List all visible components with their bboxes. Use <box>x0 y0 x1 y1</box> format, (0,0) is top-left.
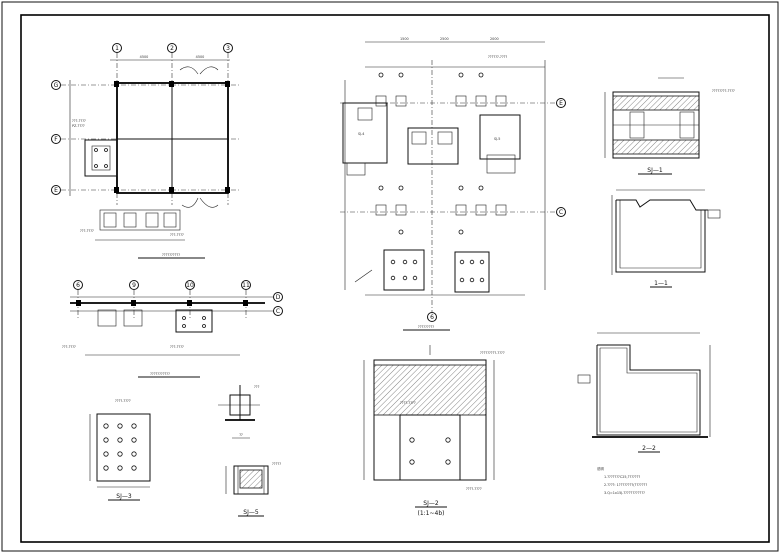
svg-text:????-????: ????-???? <box>466 487 482 491</box>
svg-text:1: 1 <box>115 45 119 52</box>
detail-sj3: ????-???? SJ—3 <box>89 399 151 501</box>
svg-text:???????????: ??????????? <box>150 372 170 376</box>
svg-text:2: 2 <box>170 45 174 52</box>
note-line-2: 2.????: 1????????(??????? <box>604 483 647 487</box>
svg-text:SJ-4: SJ-4 <box>358 132 364 136</box>
axis-bubble-2: 2 <box>167 43 177 53</box>
svg-text:1500: 1500 <box>400 37 409 41</box>
axis-bubble-plan-E: E <box>556 98 566 108</box>
note-line-1: 1.???????C25,??????? <box>604 475 640 479</box>
note-line-3: 3.Q=1x15J-???????????? <box>604 491 645 495</box>
axis-bubble-6: 6 <box>73 280 83 290</box>
svg-text:????????-????: ????????-???? <box>712 89 735 93</box>
svg-text:D: D <box>276 294 281 301</box>
notes-block: 说明 1.???????C25,??????? 2.????: 1???????… <box>597 466 647 495</box>
svg-text:9: 9 <box>132 282 136 289</box>
svg-text:2000: 2000 <box>490 37 499 41</box>
svg-text:SJ—1: SJ—1 <box>647 167 663 174</box>
pedestal-row: ???-???? ???-???? <box>80 209 185 241</box>
section-2-2: 2—2 <box>577 332 711 453</box>
axis-bubble-D: D <box>273 292 283 302</box>
svg-text:???-????: ???-???? <box>80 229 94 233</box>
svg-text:6: 6 <box>76 282 80 289</box>
section-1-1: 1—1 <box>611 189 721 288</box>
svg-text:F: F <box>54 136 58 143</box>
axis-bubble-11: 11 <box>241 280 251 290</box>
svg-text:PZ-????: PZ-???? <box>72 124 85 128</box>
svg-text:????-????: ????-???? <box>400 401 416 405</box>
svg-text:?????????-????: ?????????-???? <box>480 351 505 355</box>
svg-text:C: C <box>276 308 280 315</box>
axis-bubble-G: G <box>51 80 61 90</box>
svg-text:C: C <box>559 209 563 216</box>
axis-bubble-plan-6: 6 <box>427 312 437 322</box>
axis-bubble-F: F <box>51 134 61 144</box>
svg-text:4500: 4500 <box>140 55 149 59</box>
svg-text:???-????: ???-???? <box>170 233 184 237</box>
svg-text:(1:1~4b): (1:1~4b) <box>418 510 445 517</box>
svg-text:???-????: ???-???? <box>170 345 184 349</box>
sj3-bolts <box>103 423 137 471</box>
notes-label: 说明 <box>597 466 604 471</box>
svg-text:SJ—3: SJ—3 <box>116 493 132 500</box>
axis-bubble-plan-C: C <box>556 207 566 217</box>
svg-text:SJ—2: SJ—2 <box>423 500 439 507</box>
axis-bubble-1: 1 <box>112 43 122 53</box>
svg-text:6: 6 <box>430 314 434 321</box>
svg-text:SJ-5: SJ-5 <box>494 137 500 141</box>
svg-text:??: ?? <box>239 433 243 437</box>
axis-bubble-C: C <box>273 306 283 316</box>
sheet-inner-border <box>20 14 770 543</box>
plan-top-left: 1 2 3 G F E 4500 <box>51 43 240 259</box>
svg-text:4500: 4500 <box>196 55 205 59</box>
svg-text:E: E <box>559 100 563 107</box>
detail-sj1: ????????-???? SJ—1 <box>604 77 735 175</box>
svg-text:E: E <box>54 187 58 194</box>
axis-bubble-9: 9 <box>129 280 139 290</box>
plan-column-pads <box>375 72 507 235</box>
svg-text:G: G <box>54 82 59 89</box>
axis-bubble-E: E <box>51 185 61 195</box>
svg-text:???-????: ???-???? <box>62 345 76 349</box>
svg-text:?????????: ????????? <box>418 325 434 329</box>
plan-center: 1500 2500 2000 E C 6 <box>340 37 566 331</box>
svg-text:???-????: ???-???? <box>72 119 86 123</box>
svg-text:3: 3 <box>226 45 230 52</box>
axis-bubble-3: 3 <box>223 43 233 53</box>
svg-text:11: 11 <box>242 282 250 289</box>
svg-text:?????: ????? <box>272 462 281 466</box>
svg-text:??????????: ?????????? <box>162 253 180 257</box>
svg-text:????-????: ????-???? <box>115 399 131 403</box>
svg-text:1—1: 1—1 <box>654 280 668 287</box>
svg-text:??????-????: ??????-???? <box>488 55 507 59</box>
svg-text:???: ??? <box>254 385 260 389</box>
svg-text:2500: 2500 <box>440 37 449 41</box>
axis-bubble-10: 10 <box>185 280 195 290</box>
svg-text:2—2: 2—2 <box>642 445 656 452</box>
detail-sj5: ????? SJ—5 <box>225 462 281 517</box>
svg-text:10: 10 <box>186 282 194 289</box>
foundation-strip: 6 9 10 11 D C <box>62 280 283 378</box>
svg-text:SJ—5: SJ—5 <box>243 509 259 516</box>
detail-sj2: ?????????-???? ????-???? ????-???? SJ—2 … <box>363 345 505 517</box>
detail-anchor: ??? ?? <box>218 385 260 439</box>
